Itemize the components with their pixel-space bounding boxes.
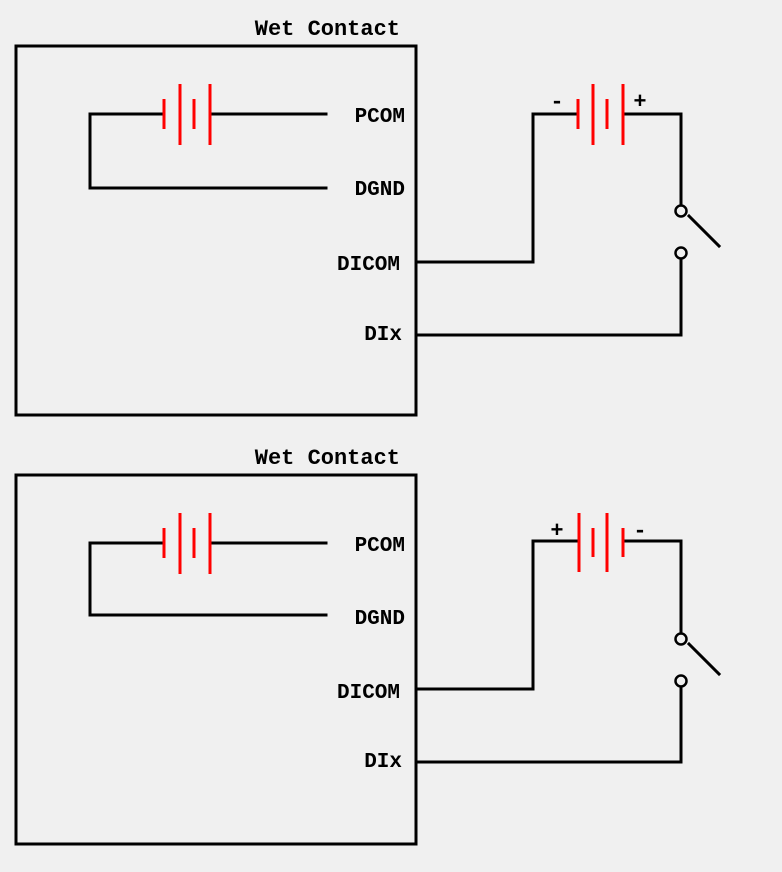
dgnd-wire (88, 112, 328, 190)
internal-battery-circuit (88, 84, 328, 190)
dgnd-label: DGND (355, 608, 405, 631)
diagram-2: Wet Contact PCOM DGND DICOM DIx (14, 446, 722, 846)
switch-terminal-top (674, 204, 688, 218)
dix-label: DIx (364, 751, 402, 774)
dicom-label: DICOM (337, 254, 400, 277)
switch-terminal-bottom (674, 246, 688, 260)
external-circuit: + - (414, 513, 722, 764)
battery-right-polarity: - (633, 519, 646, 544)
dgnd-wire (88, 541, 328, 617)
battery-left-polarity: + (550, 519, 563, 544)
diagram-title: Wet Contact (255, 446, 400, 471)
device-box (14, 473, 418, 846)
switch-icon (674, 632, 722, 688)
internal-battery-icon (162, 84, 212, 145)
external-battery-icon (576, 84, 625, 145)
dicom-label: DICOM (337, 682, 400, 705)
dix-wire (414, 258, 683, 337)
device-box (14, 44, 418, 417)
battery-to-switch-wire (621, 539, 683, 634)
switch-blade (686, 641, 722, 677)
dgnd-label: DGND (355, 179, 405, 202)
battery-right-polarity: + (633, 90, 646, 115)
external-circuit: - + (414, 84, 722, 337)
diagram-1: Wet Contact PCOM DGND DICOM DIx (14, 17, 722, 417)
pcom-label: PCOM (355, 535, 405, 558)
diagram-title: Wet Contact (255, 17, 400, 42)
switch-icon (674, 204, 722, 260)
dix-wire (414, 685, 683, 764)
dicom-wire (414, 539, 580, 691)
external-battery-icon (577, 513, 625, 572)
battery-left-polarity: - (550, 90, 563, 115)
internal-battery-circuit (88, 513, 328, 617)
dix-label: DIx (364, 324, 402, 347)
switch-terminal-top (674, 632, 688, 646)
battery-to-switch-wire (622, 112, 683, 206)
switch-blade (686, 213, 722, 249)
dicom-wire (414, 112, 579, 264)
switch-terminal-bottom (674, 674, 688, 688)
pcom-label: PCOM (355, 106, 405, 129)
internal-battery-icon (162, 513, 212, 574)
